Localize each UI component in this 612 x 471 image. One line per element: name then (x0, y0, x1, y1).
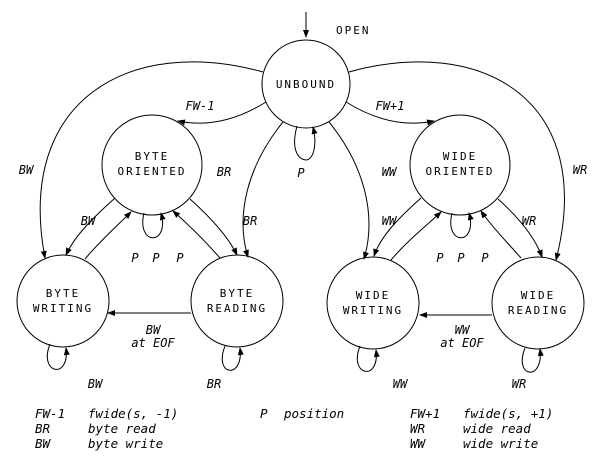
state-label-byte-oriented-2: ORIENTED (118, 165, 187, 178)
legend-key-ww: WW (410, 436, 427, 451)
edge-wr-unbound-to-widereading (348, 61, 565, 261)
state-unbound (261, 39, 351, 129)
edge-label-p-wide-mid: P (457, 251, 465, 265)
edge-label-wr-outer: WR (573, 163, 587, 177)
legend-key-bw: BW (35, 436, 52, 451)
legend-desc-fw-plus: fwide(s, +1) (463, 406, 553, 421)
edge-label-br-self: BR (207, 377, 221, 391)
legend-key-p: P (260, 406, 268, 421)
edge-label-br-inner: BR (243, 214, 257, 228)
state-label-wide-writing-2: WRITING (343, 304, 403, 317)
state-byte-writing (16, 254, 110, 348)
legend-key-fw-minus: FW-1 (35, 406, 65, 421)
state-wide-oriented (409, 114, 511, 216)
edge-label-p-byte-right: P (176, 251, 184, 265)
edge-label-wr-self: WR (512, 377, 526, 391)
edge-label-fw-minus: FW-1 (186, 99, 215, 113)
edge-bw-selfloop-bytewriting (46, 343, 70, 370)
state-label-wide-oriented-2: ORIENTED (426, 165, 495, 178)
edge-p-widereading-to-oriented (480, 210, 522, 259)
edge-p-bytewriting-to-oriented (84, 211, 132, 260)
legend-key-wr: WR (410, 421, 426, 436)
edge-p-selfloop-byteoriented (142, 212, 166, 239)
edge-label-fw-plus: FW+1 (376, 99, 405, 113)
state-byte-reading (190, 254, 284, 348)
edge-ww-unbound-to-widewriting (328, 121, 370, 260)
state-label-wide-oriented-1: WIDE (443, 150, 478, 163)
edge-label-ww-inner: WW (382, 214, 398, 228)
edge-label-p-byte-left: P (131, 251, 139, 265)
edge-label-ww-eof-1: WW (455, 323, 471, 337)
state-label-byte-reading-2: READING (207, 302, 267, 315)
edge-fwide-minus1 (177, 101, 267, 126)
legend-desc-p: position (283, 406, 344, 421)
edge-label-p-unbound: P (297, 166, 305, 180)
legend-desc-wr: wide read (463, 421, 531, 436)
edge-bw-unbound-to-bytewriting (39, 61, 264, 259)
edge-ww-oriented-to-writing (373, 197, 422, 257)
state-label-byte-oriented-1: BYTE (135, 150, 170, 163)
edge-p-bytereading-to-oriented (172, 210, 221, 259)
legend-desc-br: byte read (88, 421, 156, 436)
legend-key-br: BR (35, 421, 51, 436)
edge-label-bw-outer: BW (19, 163, 35, 177)
edge-label-ww-self: WW (393, 377, 409, 391)
state-label-unbound: UNBOUND (276, 78, 336, 91)
state-label-wide-reading-2: READING (508, 304, 568, 317)
edge-br-selfloop-bytereading (221, 345, 244, 371)
state-wide-writing (326, 256, 420, 350)
legend-desc-bw: byte write (88, 436, 163, 451)
state-label-byte-writing-2: WRITING (33, 302, 93, 315)
edge-label-bw-self: BW (88, 377, 104, 391)
edge-bw-oriented-to-writing (65, 197, 116, 256)
legend-desc-fw-minus: fwide(s, -1) (88, 406, 178, 421)
edge-label-ww-unbound: WW (382, 165, 398, 179)
edge-label-bw-eof-2: at EOF (131, 336, 175, 350)
state-label-wide-writing-1: WIDE (356, 289, 391, 302)
edge-br-unbound-to-bytereading (242, 121, 284, 258)
edge-label-ww-eof-2: at EOF (440, 336, 484, 350)
state-label-byte-writing-1: BYTE (46, 287, 81, 300)
edge-p-selfloop-wideoriented (450, 212, 474, 239)
edge-label-br-unbound: BR (217, 165, 231, 179)
edge-label-bw-inner: BW (81, 214, 97, 228)
edge-fwide-plus1 (345, 101, 435, 126)
edge-ww-selfloop-widewriting (356, 345, 380, 372)
state-label-wide-reading-1: WIDE (521, 289, 556, 302)
legend-key-fw-plus: FW+1 (410, 406, 440, 421)
edge-p-widewriting-to-oriented (390, 211, 442, 261)
edge-label-p-wide-right: P (481, 251, 489, 265)
edge-label-wr-inner: WR (522, 214, 536, 228)
state-label-byte-reading-1: BYTE (220, 287, 255, 300)
edge-br-oriented-to-reading (189, 198, 238, 256)
edge-label-p-wide-left: P (436, 251, 444, 265)
legend-desc-ww: wide write (463, 436, 538, 451)
edge-label-p-byte-mid: P (152, 251, 160, 265)
state-wide-reading (491, 256, 585, 350)
open-label: OPEN (336, 24, 371, 37)
edge-wr-selfloop-widereading (521, 347, 544, 373)
state-byte-oriented (101, 114, 203, 216)
edge-wr-oriented-to-reading (497, 198, 543, 258)
edge-label-bw-eof-1: BW (146, 323, 162, 337)
edge-p-selfloop-unbound (294, 125, 318, 161)
